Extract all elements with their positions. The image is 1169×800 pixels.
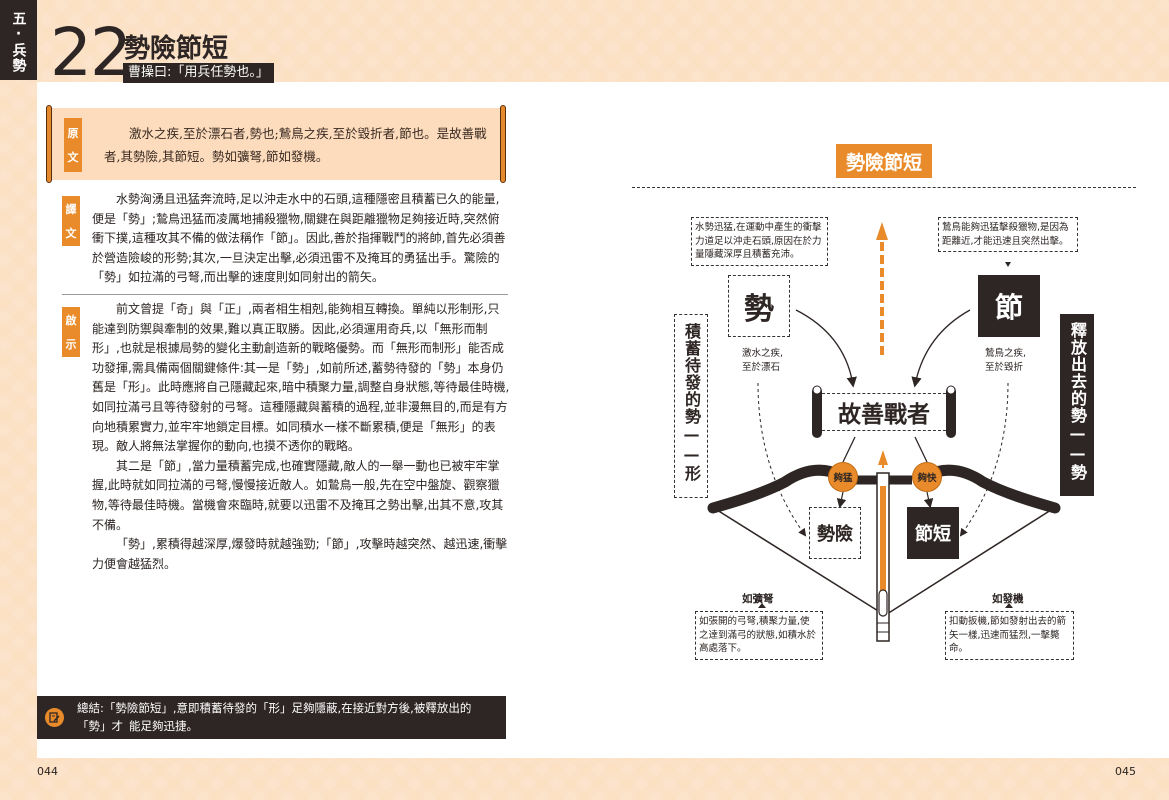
vertical-label-momentum: 釋放出去的勢——勢 — [1060, 314, 1094, 496]
scroll-rod-right — [500, 105, 506, 183]
summary-bar: 總結:「勢險節短」,意即積蓄待發的「形」足夠隱蔽,在接近對方後,被釋放出的「勢」… — [37, 696, 506, 739]
chapter-number: 22 — [50, 14, 132, 91]
box-jie-duan: 節短 — [907, 507, 959, 559]
page-number-right: 045 — [1115, 765, 1136, 778]
concept-shi-box: 勢 — [728, 275, 790, 337]
vertical-label-form: 積蓄待發的勢——形 — [674, 314, 708, 498]
note-bird-strike: 鷙鳥能夠迅猛擊殺獵物,是因為距離近,才能迅速且突然出擊。 — [938, 217, 1078, 252]
label-drawn-crossbow: 如彍弩 — [742, 593, 774, 605]
chapter-subtitle: 曹操曰:「用兵任勢也。」 — [123, 63, 274, 83]
badge-fierce: 夠猛 — [828, 462, 858, 492]
scroll-rod-left — [46, 105, 52, 183]
page-number-left: 044 — [37, 765, 58, 778]
diagram-title: 勢險節短 — [836, 144, 932, 178]
original-text-scroll: 原 文 激水之疾,至於漂石者,勢也;鷙鳥之疾,至於毀折者,節也。是故善戰者,其勢… — [46, 105, 506, 183]
scroll-good-commander: 故善戰者 — [822, 393, 946, 431]
original-text: 激水之疾,至於漂石者,勢也;鷙鳥之疾,至於毀折者,節也。是故善戰者,其勢險,其節… — [104, 126, 487, 164]
label-trigger: 如發機 — [992, 593, 1024, 605]
summary-text-line1: 總結:「勢險節短」,意即積蓄待發的「形」足夠隱蔽,在接近對方後,被釋放出的「勢」… — [77, 701, 472, 733]
caption-jie: 鷙鳥之疾, 至於毀折 — [985, 348, 1027, 373]
summary-text-line2: 能足夠迅捷。 — [129, 719, 198, 733]
translation-tag: 譯 文 — [62, 196, 80, 246]
translation-text: 水勢洶湧且迅猛奔流時,足以沖走水中的石頭,這種隱密且積蓄已久的能量,便是「勢」;… — [92, 192, 506, 285]
insight-text: 前文曾提「奇」與「正」,兩者相生相剋,能夠相互轉換。單純以形制形,只能達到防禦與… — [92, 302, 510, 571]
note-crossbow: 如張開的弓弩,積聚力量,使之達到滿弓的狀態,如積水於高處落下。 — [695, 611, 823, 660]
box-shi-xian: 勢險 — [809, 507, 861, 559]
note-water-force: 水勢迅猛,在運動中產生的衝擊力道足以沖走石頭,原因在於力量隱藏深厚且積蓄充沛。 — [691, 217, 828, 266]
insight-tag: 啟 示 — [62, 307, 80, 357]
note-trigger: 扣動扳機,節如發射出去的箭矢一樣,迅速而猛烈,一擊斃命。 — [945, 611, 1074, 660]
original-tag: 原 文 — [64, 118, 82, 172]
badge-fast: 夠快 — [912, 462, 942, 492]
section-tab: 五·兵勢 — [0, 0, 37, 80]
note-edit-icon — [45, 708, 64, 727]
caption-shi: 激水之疾, 至於漂石 — [742, 348, 784, 373]
diagram-dashed-divider — [632, 187, 1136, 188]
concept-jie-box: 節 — [978, 275, 1040, 337]
section-divider — [62, 294, 508, 295]
chapter-title: 勢險節短 — [124, 34, 229, 64]
